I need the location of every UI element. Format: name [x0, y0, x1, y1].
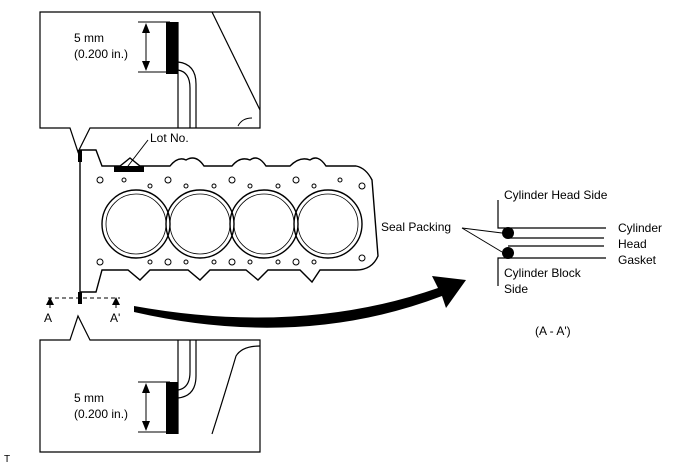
section-aa-view: Cylinder Head Side Seal Packing Cylinder… [381, 188, 662, 338]
curved-arrow [134, 276, 466, 328]
gasket-seal-upper [78, 150, 82, 162]
bottom-dim-arrow-down [142, 421, 150, 431]
section-head-outline [497, 200, 606, 229]
cylinder-bore-1 [101, 189, 171, 259]
gasket-outline [79, 149, 379, 293]
lot-leader-line [127, 139, 149, 167]
seal-packing-lower [502, 247, 514, 259]
lot-number-mark [114, 166, 144, 172]
top-detail-callout: 5 mm (0.200 in.) [39, 11, 261, 154]
bottom-callout-frame [39, 314, 261, 453]
bottom-dim-in-label: (0.200 in.) [74, 407, 128, 421]
seal-packing-label: Seal Packing [381, 220, 451, 234]
bottom-seal-strip [166, 382, 178, 434]
lot-number-label: Lot No. [150, 131, 189, 145]
top-seal-strip [166, 22, 178, 74]
cylinder-bore-3-bead [233, 193, 295, 255]
bottom-detail-callout: 5 mm (0.200 in.) [39, 314, 261, 453]
gasket-holes [96, 176, 366, 266]
top-dim-arrow-down [142, 61, 150, 71]
seal-leader-lower [461, 227, 503, 253]
seal-leader-upper [461, 227, 503, 234]
bottom-gasket-bore-inner [177, 340, 191, 391]
top-gasket-diagonal [211, 11, 261, 111]
gasket-label-line3: Gasket [618, 253, 657, 267]
top-gasket-curve [237, 117, 253, 127]
section-label-a: A [44, 311, 52, 325]
cylinder-bore-2-bead [169, 193, 231, 255]
gasket-top-view: Lot No. A A' [44, 131, 379, 325]
bottom-gasket-curve [211, 345, 261, 435]
head-side-label: Cylinder Head Side [504, 188, 608, 202]
top-gasket-bore-edge [177, 61, 197, 128]
section-view-arrow [134, 276, 466, 328]
seal-packing-upper [502, 227, 514, 239]
bottom-dim-mm-label: 5 mm [74, 391, 104, 405]
cylinder-bore-2 [165, 189, 235, 259]
cylinder-bore-4 [293, 189, 363, 259]
section-label-a-prime: A' [110, 311, 120, 325]
block-side-label-line2: Side [504, 282, 528, 296]
block-side-label-line1: Cylinder Block [504, 266, 582, 280]
cylinder-bore-3 [229, 189, 299, 259]
corner-mark: T [4, 454, 10, 465]
top-dim-mm-label: 5 mm [74, 31, 104, 45]
top-dim-arrow-up [142, 23, 150, 33]
bottom-dim-arrow-up [142, 383, 150, 393]
section-caption: (A - A') [535, 324, 571, 338]
section-block-outline [497, 257, 606, 286]
cylinder-bore-1-bead [105, 193, 167, 255]
top-gasket-bore-inner [177, 69, 191, 128]
top-dim-in-label: (0.200 in.) [74, 47, 128, 61]
bottom-gasket-bore-edge [177, 340, 197, 399]
gasket-label-line1: Cylinder [618, 221, 662, 235]
top-callout-frame [39, 11, 261, 154]
gasket-label-line2: Head [618, 237, 647, 251]
cylinder-bore-4-bead [297, 193, 359, 255]
